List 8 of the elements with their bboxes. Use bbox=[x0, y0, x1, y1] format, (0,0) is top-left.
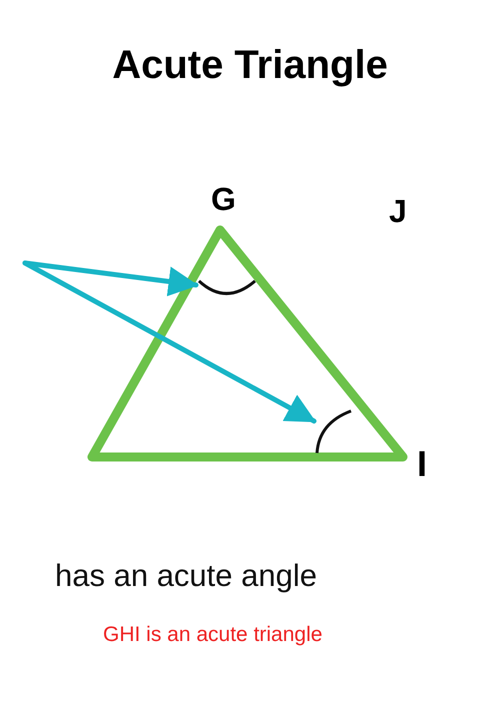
note: GHI is an acute triangle bbox=[103, 624, 322, 645]
vertex-label: J bbox=[389, 195, 407, 227]
vertex-label: G bbox=[211, 183, 236, 215]
arrow bbox=[22, 260, 316, 424]
title: Acute Triangle bbox=[111, 45, 389, 85]
vertex-label: I bbox=[417, 446, 428, 482]
angle-arc bbox=[314, 408, 354, 456]
description: has an acute angle bbox=[55, 560, 317, 591]
